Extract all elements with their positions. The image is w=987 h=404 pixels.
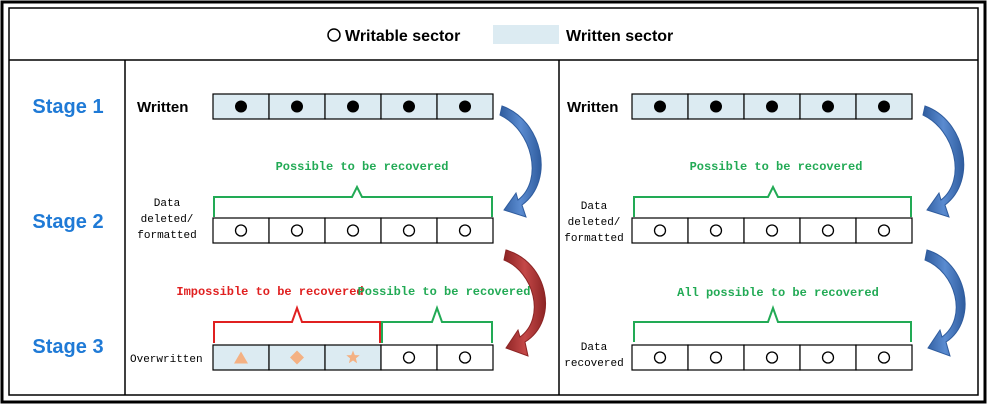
left-overwritten-diamond-icon <box>290 350 304 365</box>
left-written-filled-dot-3 <box>347 100 359 113</box>
right-stage3-bracket-label: All possible to be recovered <box>677 286 879 300</box>
left-stage3-red-bracket <box>213 305 381 343</box>
writable-sector-legend-icon <box>327 28 341 42</box>
right-recovered-sectors <box>631 344 913 371</box>
right-recovered-label-line1: Data <box>581 342 608 354</box>
left-stage2-bracket-label: Possible to be recovered <box>276 160 449 174</box>
right-written-filled-dot-4 <box>822 100 834 113</box>
right-written-sectors <box>631 93 913 120</box>
left-panel: Written Possible to be recovered Data de… <box>130 93 546 371</box>
left-overwritten-label: Overwritten <box>130 354 203 366</box>
right-recovered-empty-circle-3 <box>765 351 779 364</box>
right-deleted-sectors <box>631 217 913 244</box>
right-deleted-empty-circle-5 <box>877 224 891 237</box>
legend: Writable sector Written sector <box>327 25 673 45</box>
left-deleted-label-line2: deleted/ <box>141 214 194 226</box>
right-deleted-empty-circle-4 <box>821 224 835 237</box>
right-written-filled-dot-2 <box>710 100 722 113</box>
left-written-sector-1 <box>212 93 270 120</box>
stage-2-label: Stage 2 <box>32 211 103 233</box>
right-recovered-empty-circle-1 <box>653 351 667 364</box>
right-written-label: Written <box>567 99 618 116</box>
written-sector-legend-swatch <box>493 25 559 44</box>
right-written-filled-dot-1 <box>654 100 666 113</box>
right-blue-curved-arrow-bottom <box>924 249 966 357</box>
left-deleted-empty-circle-4 <box>402 224 416 237</box>
left-written-sectors <box>212 93 494 120</box>
left-deleted-empty-circle-3 <box>346 224 360 237</box>
legend-written-label: Written sector <box>566 28 673 45</box>
right-recovered-empty-circle-2 <box>709 351 723 364</box>
right-deleted-empty-circle-2 <box>709 224 723 237</box>
left-written-filled-dot-5 <box>459 100 471 113</box>
left-stage3-green-bracket <box>381 305 493 343</box>
left-written-filled-dot-4 <box>403 100 415 113</box>
left-overwritten-empty-circle-4 <box>402 351 416 364</box>
stage-3-label: Stage 3 <box>32 336 103 358</box>
left-deleted-label-line1: Data <box>154 198 181 210</box>
left-overwritten-triangle-icon <box>234 351 248 364</box>
right-panel: Written Possible to be recovered Data de… <box>564 93 966 371</box>
legend-writable-label: Writable sector <box>345 28 460 45</box>
inner-border <box>8 7 979 396</box>
right-blue-curved-arrow-top <box>922 105 965 218</box>
right-deleted-label-line2: deleted/ <box>568 217 621 229</box>
left-overwritten-empty-circle-5 <box>458 351 472 364</box>
right-stage2-bracket-label: Possible to be recovered <box>690 160 863 174</box>
right-written-filled-dot-5 <box>878 100 890 113</box>
right-deleted-empty-circle-1 <box>653 224 667 237</box>
right-deleted-label-line3: formatted <box>564 233 623 245</box>
left-overwritten-star-icon <box>346 350 360 364</box>
left-stage3-red-label: Impossible to be recovered <box>176 285 363 299</box>
left-deleted-empty-circle-5 <box>458 224 472 237</box>
right-deleted-empty-circle-3 <box>765 224 779 237</box>
right-stage3-bracket <box>633 305 912 342</box>
left-overwritten-sectors <box>212 344 494 371</box>
left-written-filled-dot-1 <box>235 100 247 113</box>
left-stage3-green-label: Possible to be recovered <box>358 285 531 299</box>
left-written-filled-dot-2 <box>291 100 303 113</box>
right-written-filled-dot-3 <box>766 100 778 113</box>
right-stage2-bracket <box>633 184 912 217</box>
left-deleted-empty-circle-1 <box>234 224 248 237</box>
left-blue-curved-arrow <box>499 105 542 218</box>
right-deleted-label-line1: Data <box>581 201 608 213</box>
left-deleted-label-line3: formatted <box>137 230 196 242</box>
left-written-label: Written <box>137 99 188 116</box>
stage-1-label: Stage 1 <box>32 96 103 118</box>
right-recovered-label-line2: recovered <box>564 358 623 370</box>
right-recovered-empty-circle-4 <box>821 351 835 364</box>
left-red-curved-arrow <box>503 249 546 357</box>
left-deleted-sectors <box>212 217 494 244</box>
left-stage2-bracket <box>213 184 493 217</box>
left-deleted-empty-circle-2 <box>290 224 304 237</box>
right-recovered-empty-circle-5 <box>877 351 891 364</box>
